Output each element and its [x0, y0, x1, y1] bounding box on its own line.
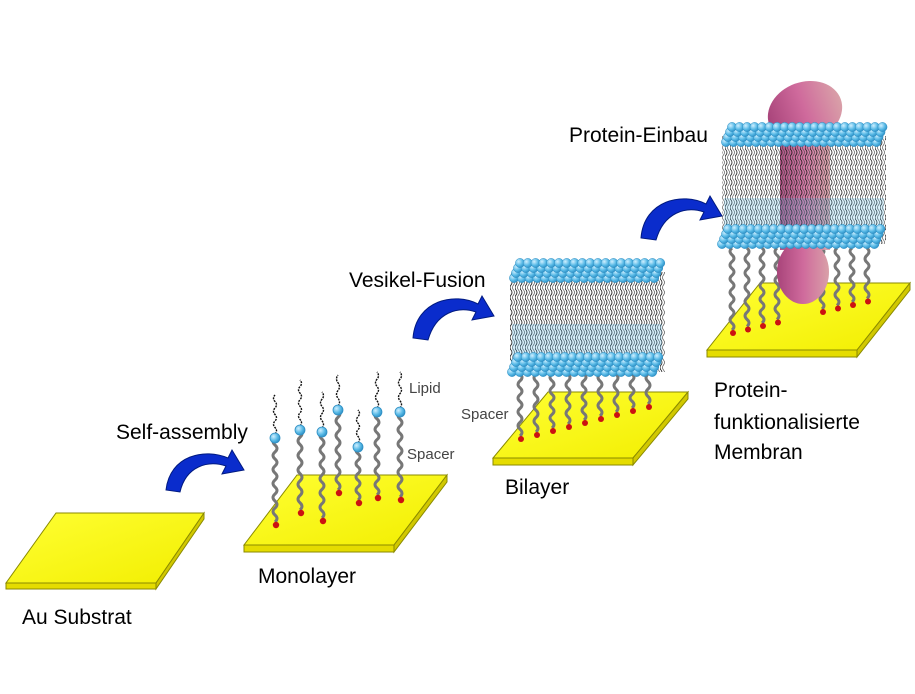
curved-arrow-icon [165, 448, 245, 493]
anchor-dot-icon [319, 517, 327, 525]
au-substrate-label: Au Substrat [22, 606, 132, 629]
lipid-headgroup-icon [655, 258, 666, 268]
anchor-dot-icon [355, 499, 363, 507]
protein-membrane-label-line1: Protein- [714, 379, 788, 402]
lipid-headgroup-icon [352, 441, 364, 453]
spacer-chain [644, 372, 652, 406]
monolayer-label: Monolayer [258, 565, 357, 588]
spacer-chain [580, 372, 588, 422]
protein-membrane-plate [705, 281, 912, 359]
lipid-headgroup-icon [371, 406, 383, 418]
spacer-chain [612, 372, 620, 414]
anchor-dot-icon [820, 309, 826, 315]
spacer-monolayer-label: Spacer [407, 446, 455, 463]
lipid-headgroup-icon [316, 426, 328, 438]
anchor-dot-icon [745, 326, 751, 333]
lipid-headgroup-icon [877, 122, 888, 132]
lipid-tail [374, 371, 380, 409]
bilayer-headgroups [507, 258, 666, 377]
spacer-chain [773, 246, 781, 321]
protein-einbau-label: Protein-Einbau [569, 124, 708, 147]
spacer-chain [548, 372, 556, 430]
anchor-dot-icon [646, 404, 652, 410]
anchor-dot-icon [374, 494, 382, 502]
spacer-chain [516, 372, 524, 438]
lipid-tail [397, 371, 403, 409]
au-substrate-plate [5, 511, 205, 591]
spacer-chain [334, 408, 342, 492]
spacer-chain [863, 246, 871, 300]
anchor-dot-icon [550, 428, 556, 434]
anchor-dot-icon [730, 330, 736, 336]
vesikel-fusion-label: Vesikel-Fusion [349, 269, 486, 292]
anchor-dot-icon [582, 420, 588, 426]
lipid-headgroup-icon [269, 432, 281, 444]
spacer-chain [373, 410, 381, 497]
spacer-chain [848, 246, 856, 304]
anchor-dot-icon [614, 412, 620, 418]
spacer-chain [596, 372, 604, 418]
lipid-tail [355, 409, 361, 444]
anchor-dot-icon [598, 416, 604, 422]
lipid-label: Lipid [409, 380, 441, 397]
spacer-chain [758, 246, 766, 325]
protein-membrane-label-line2: funktionalisierte [714, 411, 860, 434]
lipid-headgroup-icon [394, 406, 406, 418]
spacer-chain [532, 372, 540, 434]
bilayer-label: Bilayer [505, 476, 570, 499]
spacer-chain [728, 246, 736, 332]
anchor-dot-icon [297, 509, 305, 517]
spacer-chain [271, 436, 279, 524]
spacer-bilayer-label: Spacer [461, 406, 509, 423]
anchor-dot-icon [850, 302, 856, 308]
spacer-chain [743, 246, 751, 328]
lipid-tail [319, 391, 325, 429]
protein-membrane-label-line3: Membran [714, 441, 803, 464]
curved-arrow-icon [640, 194, 723, 241]
spacer-chain [318, 430, 326, 520]
spacer-chain [296, 428, 304, 512]
spacer-chain [564, 372, 572, 426]
spacer-chain [833, 246, 841, 307]
spacer-chain [396, 410, 404, 499]
anchor-dot-icon [760, 323, 766, 329]
anchor-dot-icon [775, 319, 781, 326]
anchor-dot-icon [835, 305, 841, 312]
curved-arrow-icon [412, 294, 495, 341]
lipid-tail [335, 374, 341, 407]
bilayer-plate [491, 390, 690, 467]
lipid-headgroup-icon [875, 224, 886, 234]
anchor-dot-icon [397, 496, 405, 504]
lipid-headgroup-icon [653, 352, 664, 362]
lipid-tail [272, 394, 278, 435]
self-assembly-label: Self-assembly [116, 421, 248, 444]
anchor-dot-icon [566, 424, 572, 430]
lipid-headgroup-icon [294, 424, 306, 436]
anchor-dot-icon [518, 436, 524, 442]
protein-membrane-headgroups [717, 122, 888, 249]
lipid-headgroup-icon [332, 404, 344, 416]
anchor-dot-icon [335, 489, 343, 497]
bilayer-spacers [516, 372, 652, 442]
anchor-dot-icon [272, 521, 280, 529]
spacer-chain [628, 372, 636, 410]
monolayer-plate [242, 473, 449, 554]
anchor-dot-icon [630, 408, 636, 414]
monolayer-molecules [269, 371, 406, 529]
anchor-dot-icon [865, 298, 871, 305]
lipid-tail [297, 379, 303, 427]
anchor-dot-icon [534, 432, 540, 438]
spacer-chain [354, 445, 362, 502]
